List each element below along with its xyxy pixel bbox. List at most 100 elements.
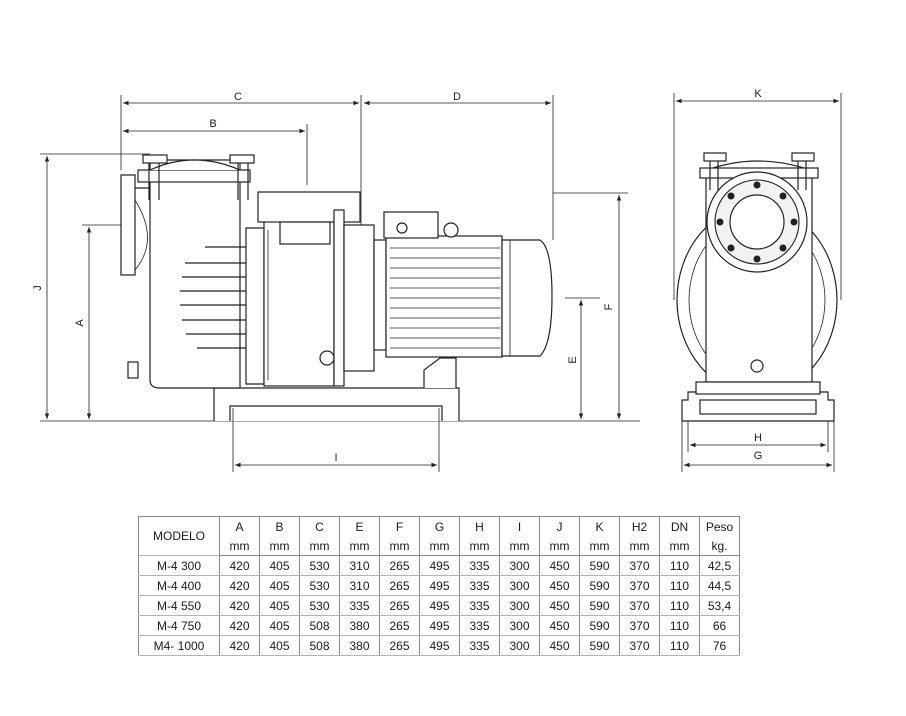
value-cell: 265 [379, 635, 420, 656]
column-unit: kg. [699, 536, 740, 556]
value-cell: 370 [619, 575, 660, 596]
front-view-dimensions: K H G [673, 88, 842, 472]
value-cell: 450 [539, 575, 580, 596]
dim-label-e: E [567, 356, 579, 363]
value-cell: 310 [339, 575, 380, 596]
motor-fins [390, 247, 500, 349]
value-cell: 66 [699, 615, 740, 636]
value-cell: 590 [579, 555, 620, 576]
column-unit: mm [499, 536, 540, 556]
value-cell: 405 [259, 615, 300, 636]
dim-label-b: B [209, 118, 216, 130]
column-unit: mm [379, 536, 420, 556]
dim-label-k: K [754, 88, 762, 100]
value-cell: 370 [619, 635, 660, 656]
flange-bolts [716, 181, 798, 263]
column-header: E [339, 516, 380, 536]
column-header: B [259, 516, 300, 536]
value-cell: 310 [339, 555, 380, 576]
value-cell: 420 [219, 595, 260, 616]
pump-side-view [40, 154, 640, 422]
value-cell: 450 [539, 615, 580, 636]
value-cell: 110 [659, 635, 700, 656]
value-cell: 508 [299, 615, 340, 636]
value-cell: 300 [499, 615, 540, 636]
column-header: H [459, 516, 500, 536]
column-header: Peso [699, 516, 740, 536]
dim-label-j: J [32, 285, 44, 291]
value-cell: 265 [379, 555, 420, 576]
column-unit: mm [579, 536, 620, 556]
column-header: C [299, 516, 340, 536]
dim-label-d: D [453, 91, 461, 103]
column-header: K [579, 516, 620, 536]
value-cell: 590 [579, 615, 620, 636]
value-cell: 370 [619, 615, 660, 636]
model-cell: M-4 400 [138, 575, 220, 596]
value-cell: 265 [379, 615, 420, 636]
value-cell: 335 [459, 595, 500, 616]
value-cell: 335 [459, 575, 500, 596]
value-cell: 380 [339, 615, 380, 636]
pump-technical-drawing: C B D J A E F I [32, 88, 842, 472]
value-cell: 450 [539, 635, 580, 656]
column-unit: mm [259, 536, 300, 556]
value-cell: 110 [659, 595, 700, 616]
dim-label-f: F [603, 303, 615, 310]
column-unit: mm [299, 536, 340, 556]
value-cell: 110 [659, 555, 700, 576]
pump-front-view [676, 152, 838, 422]
value-cell: 265 [379, 575, 420, 596]
value-cell: 335 [459, 635, 500, 656]
value-cell: 405 [259, 575, 300, 596]
value-cell: 420 [219, 615, 260, 636]
column-unit: mm [219, 536, 260, 556]
value-cell: 495 [419, 575, 460, 596]
value-cell: 495 [419, 635, 460, 656]
dim-label-h: H [754, 432, 762, 444]
model-cell: M4- 1000 [138, 635, 220, 656]
value-cell: 370 [619, 555, 660, 576]
column-unit: mm [539, 536, 580, 556]
value-cell: 495 [419, 555, 460, 576]
value-cell: 300 [499, 595, 540, 616]
column-header: DN [659, 516, 700, 536]
column-header: H2 [619, 516, 660, 536]
value-cell: 405 [259, 595, 300, 616]
dim-label-i: I [334, 452, 337, 464]
value-cell: 420 [219, 555, 260, 576]
side-view-dimensions: C B D J A E F I [32, 91, 628, 472]
value-cell: 495 [419, 595, 460, 616]
value-cell: 530 [299, 555, 340, 576]
model-header: MODELO [138, 516, 220, 556]
dim-label-a: A [74, 319, 86, 327]
value-cell: 420 [219, 635, 260, 656]
dim-label-c: C [234, 91, 242, 103]
value-cell: 370 [619, 595, 660, 616]
value-cell: 76 [699, 635, 740, 656]
value-cell: 300 [499, 575, 540, 596]
value-cell: 44,5 [699, 575, 740, 596]
column-unit: mm [659, 536, 700, 556]
value-cell: 300 [499, 555, 540, 576]
value-cell: 530 [299, 595, 340, 616]
value-cell: 495 [419, 615, 460, 636]
value-cell: 300 [499, 635, 540, 656]
value-cell: 110 [659, 615, 700, 636]
value-cell: 590 [579, 575, 620, 596]
value-cell: 110 [659, 575, 700, 596]
dim-label-g: G [754, 450, 763, 462]
column-header: F [379, 516, 420, 536]
value-cell: 590 [579, 595, 620, 616]
value-cell: 42,5 [699, 555, 740, 576]
value-cell: 380 [339, 635, 380, 656]
value-cell: 265 [379, 595, 420, 616]
value-cell: 450 [539, 595, 580, 616]
